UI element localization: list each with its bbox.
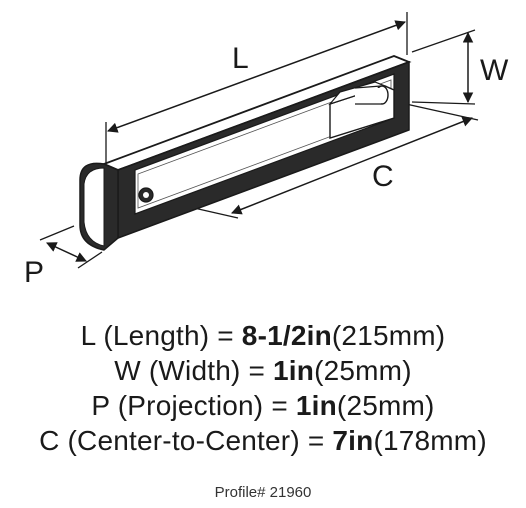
label-W: W: [480, 54, 509, 87]
profile-number: Profile# 21960: [214, 484, 312, 501]
length-dimension: [105, 12, 408, 165]
projection-dimension: [39, 225, 103, 269]
spec-list: L (Length) = 8-1/2in(215mm) W (Width) = …: [0, 318, 526, 458]
spec-length: L (Length) = 8-1/2in(215mm): [80, 320, 446, 351]
spec-center-to-center: C (Center-to-Center) = 7in(178mm): [39, 425, 487, 456]
label-L: L: [232, 42, 249, 75]
label-P: P: [24, 256, 44, 289]
pull-handle: [79, 55, 412, 251]
spec-projection: P (Projection) = 1in(25mm): [91, 390, 435, 421]
label-C: C: [372, 160, 394, 193]
handle-dimension-drawing: L W C P: [24, 12, 509, 289]
spec-width: W (Width) = 1in(25mm): [114, 355, 412, 386]
width-dimension: [411, 29, 476, 105]
